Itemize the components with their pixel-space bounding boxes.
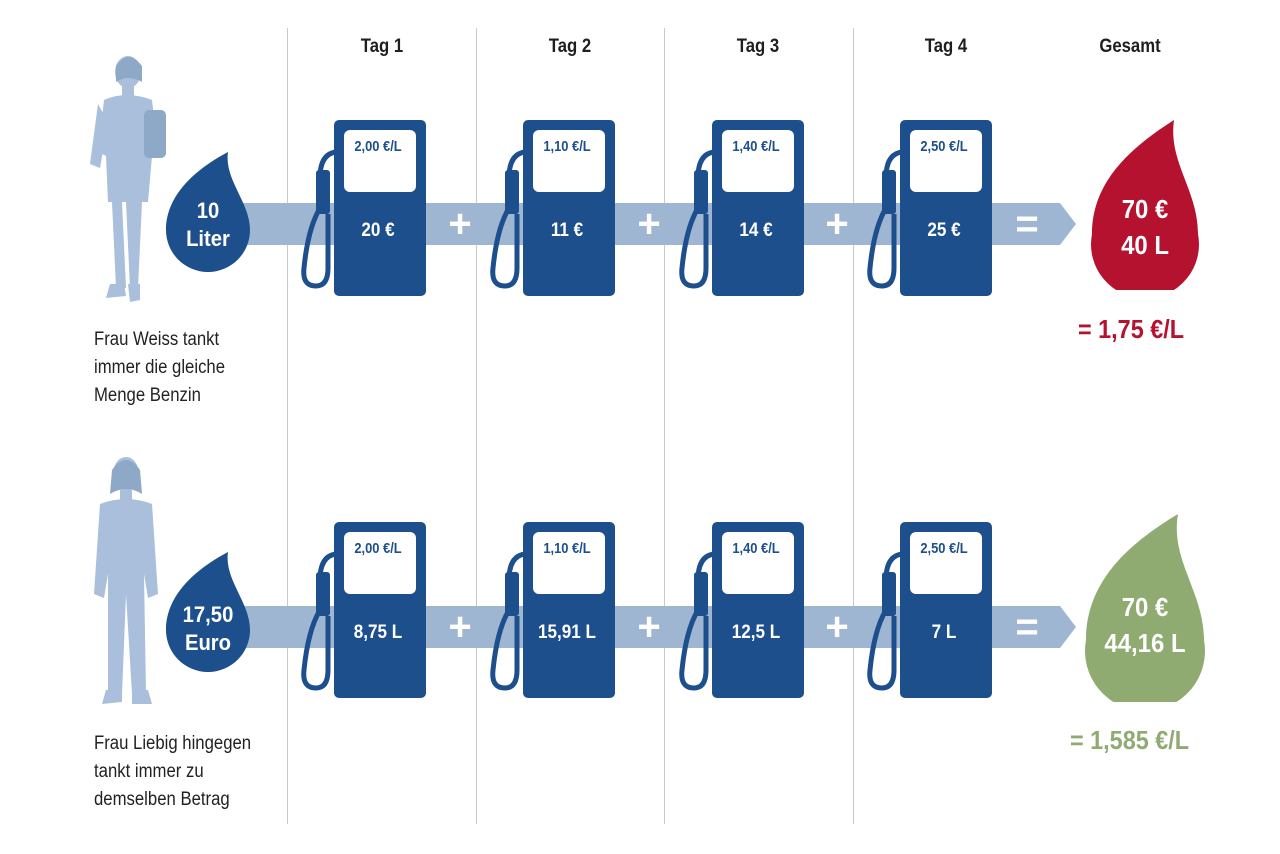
equals-sign: = xyxy=(1015,202,1039,246)
fuel-pump: 2,50 €/L 7 L xyxy=(864,520,994,700)
caption-line: Frau Liebig hingegen xyxy=(94,733,252,754)
column-divider xyxy=(287,28,288,824)
fuel-pump: 1,10 €/L 11 € xyxy=(487,118,617,298)
column-divider xyxy=(476,28,477,824)
caption-line: Menge Benzin xyxy=(94,385,201,406)
equals-sign: = xyxy=(1015,605,1039,649)
total-volume: 40 L xyxy=(1121,230,1169,260)
fuel-pump: 2,00 €/L 20 € xyxy=(298,118,428,298)
plus-sign: + xyxy=(637,605,661,649)
flow-arrow-tip xyxy=(1060,606,1076,648)
total-price: 70 € xyxy=(1121,592,1169,622)
drop-icon xyxy=(1085,514,1205,702)
plus-sign: + xyxy=(825,202,849,246)
start-unit: Euro xyxy=(184,630,232,655)
fuel-pump: 2,50 €/L 25 € xyxy=(864,118,994,298)
pump-amount: 12,5 L xyxy=(731,622,781,643)
fuel-pump-icon xyxy=(679,120,804,296)
caption-line: immer die gleiche xyxy=(94,357,226,378)
pump-price: 1,10 €/L xyxy=(543,540,591,557)
column-divider xyxy=(853,28,854,824)
fuel-pump-icon xyxy=(301,120,426,296)
pump-amount: 14 € xyxy=(739,220,773,241)
pump-price: 1,40 €/L xyxy=(732,138,780,155)
flow-arrow-tip xyxy=(1060,203,1076,245)
pump-price: 2,00 €/L xyxy=(354,138,402,155)
result-price-per-liter: = 1,585 €/L xyxy=(1070,725,1190,755)
woman-figure-icon xyxy=(94,457,158,704)
total-drop: 70 € 40 L xyxy=(1090,118,1200,290)
pump-price: 2,00 €/L xyxy=(354,540,402,557)
fuel-pump-icon xyxy=(490,120,615,296)
woman-figure-icon xyxy=(90,56,166,302)
total-price: 70 € xyxy=(1121,194,1169,224)
column-divider xyxy=(664,28,665,824)
plus-sign: + xyxy=(448,605,472,649)
total-volume: 44,16 L xyxy=(1104,628,1186,658)
drop-icon xyxy=(166,152,250,272)
pump-amount: 15,91 L xyxy=(538,622,596,643)
header-tag-4: Tag 4 xyxy=(924,36,968,57)
total-drop: 70 € 44,16 L xyxy=(1084,512,1206,702)
drop-icon xyxy=(1091,120,1199,290)
header-tag-2: Tag 2 xyxy=(548,36,592,57)
fuel-pump: 1,40 €/L 12,5 L xyxy=(676,520,806,700)
header-tag-3: Tag 3 xyxy=(736,36,780,57)
plus-sign: + xyxy=(825,605,849,649)
caption-weiss: Frau Weiss tankt immer die gleiche Menge… xyxy=(94,326,225,410)
fuel-pump-icon xyxy=(867,522,992,698)
start-drop: 17,50 Euro xyxy=(164,550,252,674)
start-drop: 10 Liter xyxy=(164,150,252,274)
caption-line: Frau Weiss tankt xyxy=(94,329,220,350)
header-tag-1: Tag 1 xyxy=(360,36,404,57)
caption-liebig: Frau Liebig hingegen tankt immer zu dems… xyxy=(94,730,251,814)
pump-price: 1,10 €/L xyxy=(543,138,591,155)
fuel-pump-icon xyxy=(301,522,426,698)
fuel-pump-icon xyxy=(867,120,992,296)
fuel-pump: 2,00 €/L 8,75 L xyxy=(298,520,428,700)
start-unit: Liter xyxy=(186,226,230,251)
pump-amount: 20 € xyxy=(361,220,395,241)
drop-icon xyxy=(166,552,250,672)
header-gesamt: Gesamt xyxy=(1099,36,1161,57)
plus-sign: + xyxy=(637,202,661,246)
plus-sign: + xyxy=(448,202,472,246)
start-value: 17,50 xyxy=(182,602,234,627)
pump-price: 1,40 €/L xyxy=(732,540,780,557)
fuel-pump: 1,10 €/L 15,91 L xyxy=(487,520,617,700)
pump-price: 2,50 €/L xyxy=(920,138,968,155)
pump-amount: 7 L xyxy=(931,622,957,643)
pump-amount: 25 € xyxy=(927,220,961,241)
pump-price: 2,50 €/L xyxy=(920,540,968,557)
start-value: 10 xyxy=(196,198,220,223)
fuel-pump-icon xyxy=(490,522,615,698)
pump-amount: 11 € xyxy=(550,220,584,241)
result-price-per-liter: = 1,75 €/L xyxy=(1078,314,1185,344)
caption-line: demselben Betrag xyxy=(94,789,230,810)
fuel-pump-icon xyxy=(679,522,804,698)
fuel-pump: 1,40 €/L 14 € xyxy=(676,118,806,298)
pump-amount: 8,75 L xyxy=(353,622,403,643)
caption-line: tankt immer zu xyxy=(94,761,204,782)
